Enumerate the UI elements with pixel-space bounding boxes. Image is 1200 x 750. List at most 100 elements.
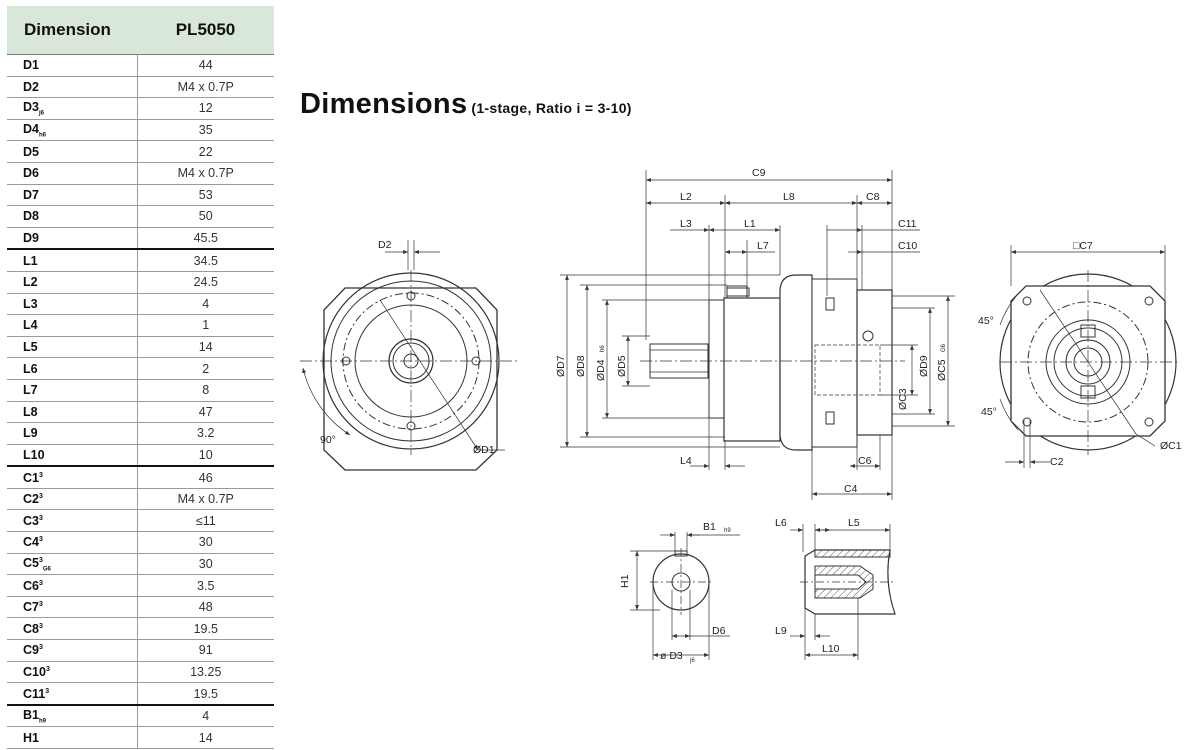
dimension-code: L5: [23, 340, 38, 355]
dimension-name: D9: [7, 227, 138, 251]
dimension-name: L4: [7, 314, 138, 337]
label-45-bottom: 45°: [981, 406, 997, 418]
shaft-end-labels: B1 h9 H1 D6 ø D3 j6: [619, 521, 731, 664]
footnote-mark: 3: [38, 471, 43, 479]
label-l7: L7: [757, 240, 769, 252]
dimension-code: C2: [23, 492, 39, 507]
rear-view-labels: □C7 45° 45° C2 ØC1: [978, 240, 1182, 468]
dimension-name: D3j6: [7, 97, 138, 120]
dimension-name: L6: [7, 357, 138, 380]
label-c5-tol: G6: [941, 343, 947, 352]
dimension-code: C10: [23, 664, 46, 679]
label-c3: ØC3: [897, 388, 909, 410]
tolerance-class: h6: [38, 132, 46, 139]
header-dimension: Dimension: [7, 6, 137, 55]
dimension-name: L1: [7, 249, 138, 272]
dimension-value: 1: [137, 314, 274, 337]
footnote-mark: 3: [38, 622, 43, 630]
dimension-code: C4: [23, 535, 39, 550]
label-h1: H1: [619, 574, 631, 588]
dimension-value: 8: [137, 379, 274, 402]
label-c11: C11: [898, 218, 917, 230]
dimension-value: M4 x 0.7P: [137, 76, 274, 99]
dimension-value: 4: [137, 704, 274, 728]
label-d3: ø D3: [660, 650, 683, 662]
dimension-name: L2: [7, 271, 138, 294]
title-main: Dimensions: [300, 88, 468, 120]
label-l5: L5: [848, 517, 860, 529]
dimension-name: D5: [7, 140, 138, 163]
label-45-top: 45°: [978, 315, 994, 327]
dimension-code: L4: [23, 318, 38, 333]
label-c2: C2: [1050, 456, 1064, 468]
footnote-mark: 3: [45, 665, 50, 673]
dimension-code: L10: [23, 447, 45, 462]
label-b1: B1: [703, 521, 716, 533]
shaft-end-detail: [630, 532, 740, 660]
dimension-value: ≤11: [137, 509, 274, 533]
dimension-code: L1: [23, 253, 38, 268]
dimension-code: L8: [23, 404, 38, 419]
dimension-value: 19.5: [137, 617, 274, 641]
label-l2: L2: [680, 191, 692, 203]
page-title: Dimensions(1-stage, Ratio i = 3-10): [300, 88, 632, 121]
label-l8: L8: [783, 191, 795, 203]
dimension-name: D2: [7, 76, 138, 99]
dimension-name: C53G6: [7, 553, 138, 576]
label-d5: ØD5: [616, 355, 628, 377]
dimension-value: 14: [137, 726, 274, 749]
dimension-code: C8: [23, 621, 39, 636]
dimension-value: M4 x 0.7P: [137, 488, 274, 511]
rear-view: [999, 245, 1180, 468]
dimension-code: D7: [23, 187, 39, 202]
dimension-name: L10: [7, 444, 138, 468]
title-subtitle: (1-stage, Ratio i = 3-10): [471, 100, 632, 116]
label-c7: □C7: [1073, 240, 1093, 252]
dimension-name: B1h9: [7, 704, 138, 728]
dimension-name: C93: [7, 639, 138, 662]
label-l9: L9: [775, 625, 787, 637]
dimension-name: C83: [7, 617, 138, 641]
dimension-code: C1: [23, 470, 39, 485]
label-d4-tol: h6: [600, 345, 606, 352]
key-section-detail: [790, 524, 896, 660]
dimension-value: 12: [137, 97, 274, 120]
dimension-code: D9: [23, 231, 39, 246]
dimension-code: D3: [23, 100, 39, 115]
dimension-value: 4: [137, 293, 274, 316]
dimension-code: C9: [23, 643, 39, 658]
label-d3-tol: j6: [689, 658, 695, 664]
label-c4: C4: [844, 483, 858, 495]
side-view: [640, 274, 905, 451]
dimension-name: L9: [7, 422, 138, 445]
label-l1: L1: [744, 218, 756, 230]
footnote-mark: 3: [38, 514, 43, 522]
side-view-dimensions: [560, 170, 955, 500]
dimension-code: D1: [23, 58, 39, 73]
footnote-mark: 3: [38, 556, 43, 564]
dimension-code: D2: [23, 79, 39, 94]
label-l10: L10: [822, 643, 840, 655]
table-row: C33≤11: [7, 509, 274, 533]
dimension-value: 30: [137, 553, 274, 576]
dimension-code: B1: [23, 707, 39, 722]
front-view: [300, 240, 520, 471]
label-c10: C10: [898, 240, 917, 252]
dimension-name: C73: [7, 596, 138, 619]
dimension-value: 3.5: [137, 574, 274, 597]
label-angle-90: 90°: [320, 434, 336, 446]
table-row: D2 M4 x 0.7P: [7, 76, 274, 99]
dimension-code: C7: [23, 600, 39, 615]
